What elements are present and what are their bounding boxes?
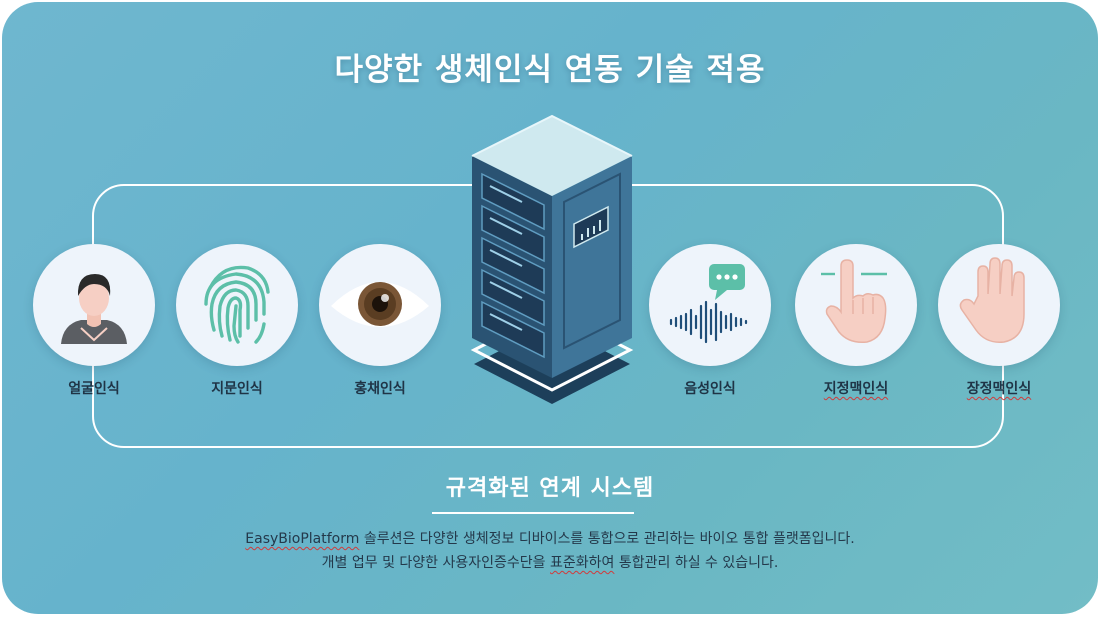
voice-icon <box>669 264 748 344</box>
page-title: 다양한 생체인식 연동 기술 적용 <box>334 52 766 88</box>
label-face: 얼굴인식 <box>68 381 120 397</box>
description-line-2-pre: 개별 업무 및 다양한 사용자인증수단을 <box>321 555 550 571</box>
label-palm-vein-text: 장정맥인식 <box>966 381 1032 397</box>
face-circle <box>33 244 155 366</box>
fingerprint-circle <box>176 244 298 366</box>
description-line-2-post: 통합관리 하실 수 있습니다. <box>614 555 779 571</box>
finger-vein-icon <box>821 259 887 344</box>
eye-icon <box>331 282 429 327</box>
eye-circle <box>319 244 441 366</box>
description-line-1-text: 솔루션은 다양한 생체정보 디바이스를 통합으로 관리하는 바이오 통합 플랫폼… <box>359 531 855 547</box>
label-palm-vein: 장정맥인식 <box>929 378 1069 398</box>
voice-circle <box>649 244 771 366</box>
section-subtitle: 규격화된 연계 시스템 <box>445 476 655 501</box>
label-iris: 홍채인식 <box>354 381 406 397</box>
fingerprint-icon <box>204 265 270 344</box>
description-line-2-flag: 표준화하여 <box>550 555 615 571</box>
label-voice: 음성인식 <box>684 381 736 397</box>
finger-vein-circle <box>795 244 917 366</box>
label-finger-vein-text: 지정맥인식 <box>823 381 889 397</box>
description-line-2: 개별 업무 및 다양한 사용자인증수단을 표준화하여 통합관리 하실 수 있습니… <box>2 552 1098 572</box>
palm-vein-icon <box>959 257 1025 343</box>
brand-name: EasyBioPlatform <box>245 531 360 547</box>
face-icon <box>61 274 127 344</box>
label-fingerprint: 지문인식 <box>211 381 263 397</box>
description-line-1: EasyBioPlatform 솔루션은 다양한 생체정보 디바이스를 통합으로… <box>2 528 1098 548</box>
label-finger-vein: 지정맥인식 <box>786 378 926 398</box>
server-icon <box>470 114 634 404</box>
palm-vein-circle <box>938 244 1060 366</box>
subtitle-underline <box>432 512 634 514</box>
